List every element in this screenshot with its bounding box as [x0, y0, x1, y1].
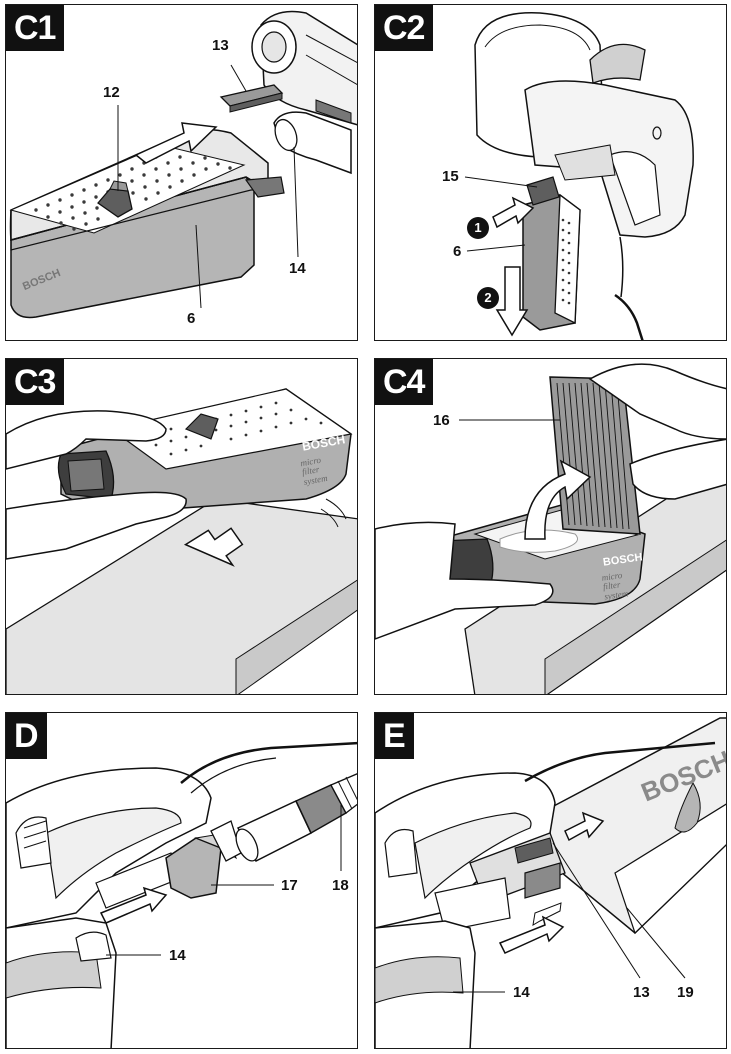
- callout-14: 14: [169, 947, 186, 964]
- callout-19: 19: [677, 984, 694, 1001]
- callout-13: 13: [212, 37, 229, 54]
- micro-filter-system-label: micro filter system: [300, 455, 329, 487]
- callout-15: 15: [442, 168, 459, 185]
- panel-e: E BOSCH 14 13 19: [374, 712, 727, 1049]
- callout-12: 12: [103, 84, 120, 101]
- filter-box-attach-illustration: [464, 12, 694, 340]
- panel-tag: E: [375, 713, 414, 759]
- callout-13: 13: [633, 984, 650, 1001]
- panel-tag: C2: [375, 5, 434, 51]
- callout-17: 17: [281, 877, 298, 894]
- filter-box-insertion-illustration: [9, 10, 357, 319]
- open-filter-box-illustration: [375, 363, 726, 694]
- step-number-1: 1: [467, 217, 489, 239]
- panel-c4: C4 16 BOSCH micro filter system: [374, 358, 727, 695]
- step-number-2: 2: [477, 287, 499, 309]
- panel-c2: C2 15 6 1 2: [374, 4, 727, 341]
- dust-bag-attach-illustration: [375, 717, 726, 1048]
- panel-c3: C3 BOSCH micro filter system: [5, 358, 358, 695]
- callout-18: 18: [332, 877, 349, 894]
- callout-6: 6: [187, 310, 196, 327]
- callout-14: 14: [289, 260, 306, 277]
- panel-tag: C1: [6, 5, 65, 51]
- vacuum-hose-connection-illustration: [6, 741, 357, 1048]
- callout-16: 16: [433, 412, 450, 429]
- callout-6: 6: [453, 243, 462, 260]
- micro-filter-system-label: micro filter system: [601, 570, 629, 601]
- panel-d: D 17 18 14: [5, 712, 358, 1049]
- panel-tag: D: [6, 713, 47, 759]
- panel-tag: C3: [6, 359, 65, 405]
- panel-tag: C4: [375, 359, 434, 405]
- panel-c1: C1: [5, 4, 358, 341]
- callout-14: 14: [513, 984, 530, 1001]
- empty-filter-box-illustration: [6, 388, 357, 694]
